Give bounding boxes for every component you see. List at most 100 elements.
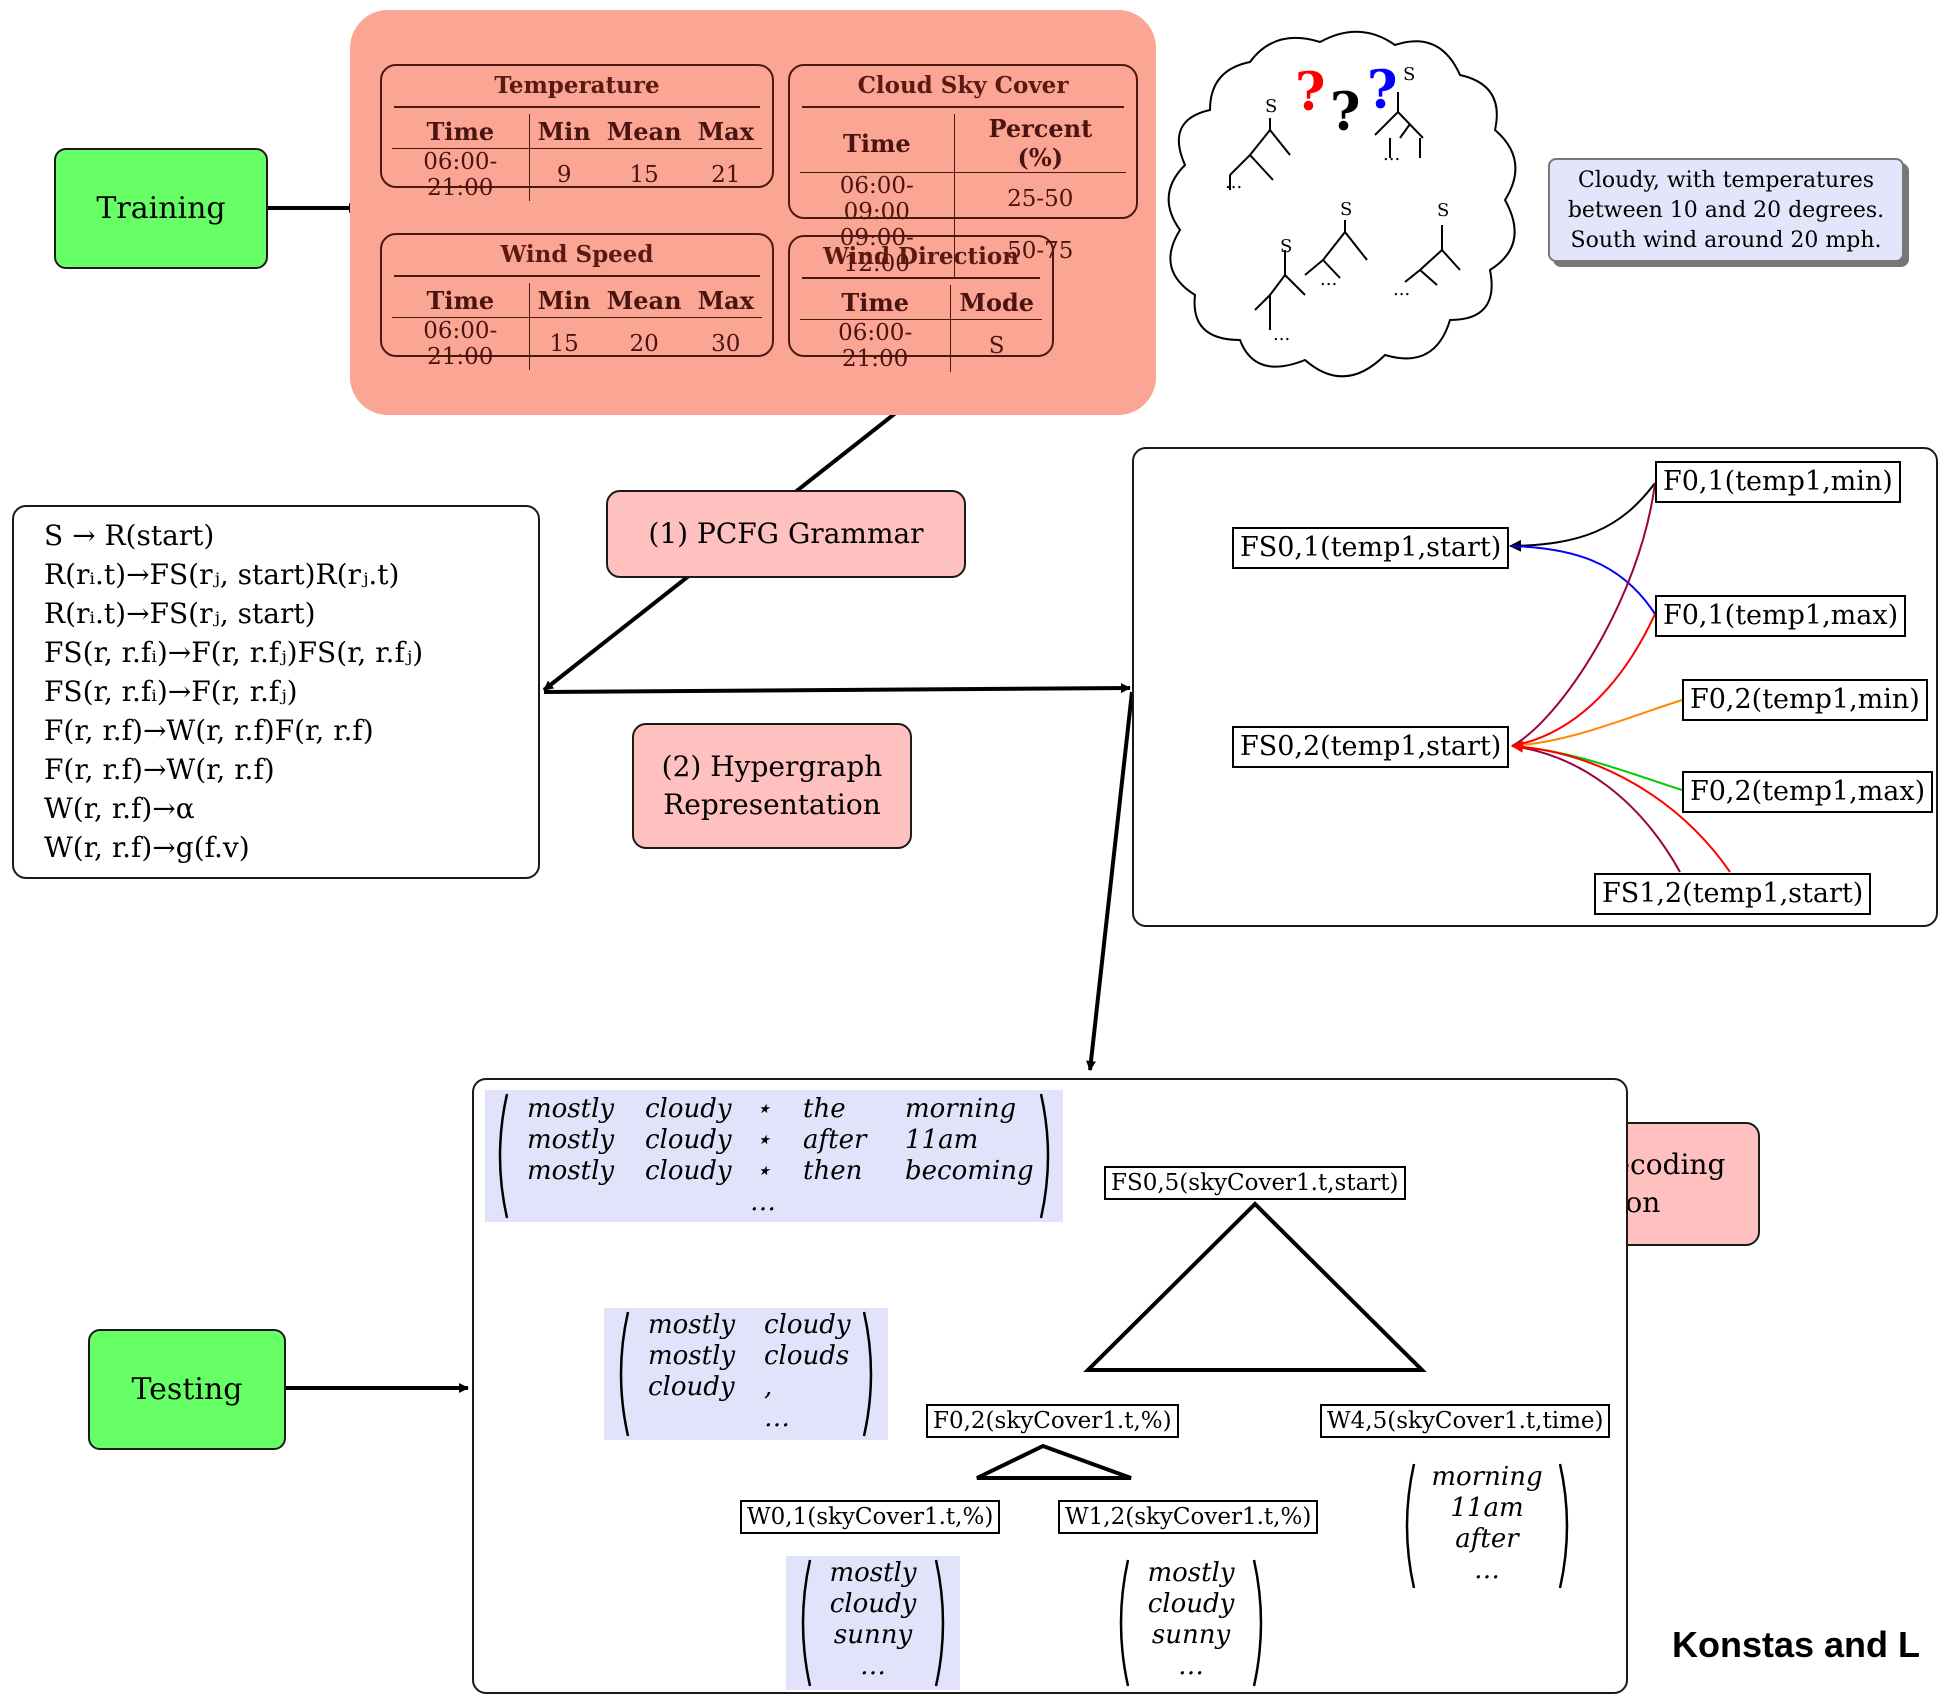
wind-direction-cell: S bbox=[988, 333, 1005, 359]
testing-label: Testing bbox=[131, 1372, 243, 1407]
temperature-title: Temperature bbox=[394, 66, 760, 108]
left-matrix-col: cloudy clouds , … bbox=[764, 1310, 854, 1434]
matrix-cell: the bbox=[803, 1094, 846, 1124]
step-2-text: (2) Hypergraph Representation bbox=[661, 750, 883, 821]
wind-speed-header-time: Time bbox=[392, 283, 530, 318]
left-paren bbox=[498, 1093, 509, 1219]
matrix-cell: , bbox=[764, 1372, 773, 1402]
parse-tree bbox=[1304, 220, 1368, 279]
cloud-cell: 06:00-09:00 bbox=[800, 172, 955, 225]
wind-direction-table: Wind Direction Time Mode 06:00-21:00 S bbox=[788, 235, 1054, 372]
tree-ellipsis: ... bbox=[1225, 172, 1242, 193]
temperature-cell: 06:00-21:00 bbox=[392, 148, 530, 201]
edge-f01min-fs01 bbox=[1509, 482, 1656, 552]
decoding-arrow bbox=[1086, 691, 1134, 1071]
right-paren bbox=[862, 1311, 873, 1437]
root-triangle bbox=[1083, 1201, 1427, 1372]
matrix-cell: cloudy bbox=[645, 1094, 732, 1124]
tree-label-s: S bbox=[1403, 64, 1415, 85]
word-option: cloudy bbox=[1147, 1589, 1235, 1619]
thought-cloud: ? ? ? S S S S S ... ... ... ... ... bbox=[1167, 30, 1517, 378]
left-paren bbox=[1405, 1463, 1416, 1589]
matrix-cell: mostly bbox=[648, 1341, 736, 1371]
hypernode-f01min: F0,1(temp1,min) bbox=[1655, 461, 1901, 503]
wind-direction-title: Wind Direction bbox=[802, 237, 1040, 279]
testing-box: Testing bbox=[88, 1329, 286, 1450]
matrix-cell: ⋆ bbox=[755, 1125, 772, 1155]
grammar-rule: R(rᵢ.t)→FS(rⱼ, start)R(rⱼ.t) bbox=[44, 558, 400, 591]
right-paren bbox=[1039, 1093, 1050, 1219]
weather-caption: Cloudy, with temperatures between 10 and… bbox=[1548, 158, 1904, 262]
wind-speed-header-mean: Mean bbox=[598, 283, 690, 318]
left-paren bbox=[801, 1559, 812, 1687]
matrix-cell: cloudy bbox=[764, 1310, 851, 1340]
wind-speed-title: Wind Speed bbox=[394, 235, 760, 277]
question-mark-red: ? bbox=[1295, 62, 1325, 123]
matrix-cell: clouds bbox=[764, 1341, 850, 1371]
hypernode-fs01: FS0,1(temp1,start) bbox=[1232, 527, 1510, 569]
word-option: mostly bbox=[1147, 1558, 1235, 1588]
parse-tree bbox=[1254, 250, 1306, 330]
grammar-rule: W(r, r.f)→g(f.v) bbox=[44, 831, 250, 864]
tree-ellipsis: ... bbox=[1393, 279, 1410, 300]
tree-w01-node: W0,1(skyCover1.t,%) bbox=[740, 1500, 1001, 1534]
grammar-rule: R(rᵢ.t)→FS(rⱼ, start) bbox=[44, 597, 316, 630]
top-matrix-col: ⋆ ⋆ ⋆ bbox=[755, 1094, 785, 1187]
matrix-cell: ⋆ bbox=[755, 1156, 772, 1186]
word-option: … bbox=[1178, 1651, 1204, 1681]
grammar-rule: FS(r, r.fᵢ)→F(r, r.fⱼ)FS(r, r.fⱼ) bbox=[44, 636, 424, 669]
temperature-cell: 9 bbox=[556, 162, 572, 188]
matrix-cell: cloudy bbox=[645, 1125, 732, 1155]
matrix-cell: after bbox=[803, 1125, 867, 1155]
edge-fs12-fs02 bbox=[1511, 745, 1681, 873]
wind-speed-cell: 20 bbox=[629, 331, 659, 357]
left-kbest-matrix: mostly mostly cloudy cloudy clouds , … bbox=[604, 1308, 888, 1440]
grammar-rule: F(r, r.f)→W(r, r.f)F(r, r.f) bbox=[44, 714, 374, 747]
word-option: … bbox=[860, 1651, 886, 1681]
w01-word-list: mostly cloudy sunny … bbox=[786, 1556, 960, 1690]
top-matrix-col: the after then bbox=[803, 1094, 893, 1187]
word-option: after bbox=[1455, 1524, 1519, 1554]
temperature-table: Temperature Time Min Mean Max 06:00-21:0… bbox=[380, 64, 774, 201]
word-option: sunny bbox=[1151, 1620, 1231, 1650]
wind-speed-table: Wind Speed Time Min Mean Max 06:00-21:00… bbox=[380, 233, 774, 370]
weather-caption-text: Cloudy, with temperatures between 10 and… bbox=[1567, 168, 1885, 253]
training-box: Training bbox=[54, 148, 268, 269]
grammar-rule: W(r, r.f)→α bbox=[44, 792, 195, 825]
hypernode-f01max: F0,1(temp1,max) bbox=[1655, 595, 1907, 637]
right-paren bbox=[1558, 1463, 1569, 1589]
tree-w45-node: W4,5(skyCover1.t,time) bbox=[1320, 1404, 1611, 1438]
wind-direction-header-time: Time bbox=[800, 285, 952, 320]
hypernode-fs02: FS0,2(temp1,start) bbox=[1232, 726, 1510, 768]
wind-speed-header-min: Min bbox=[529, 283, 599, 318]
grammar-rules-box: S → R(start) R(rᵢ.t)→FS(rⱼ, start)R(rⱼ.t… bbox=[12, 505, 540, 879]
matrix-cell: mostly bbox=[527, 1094, 615, 1124]
edge-f01max-fs01 bbox=[1511, 545, 1656, 615]
word-option: morning bbox=[1431, 1462, 1543, 1492]
word-option: 11am bbox=[1450, 1493, 1524, 1523]
author-credit: Konstas and L bbox=[1672, 1624, 1921, 1665]
matrix-cell: mostly bbox=[527, 1156, 615, 1186]
temperature-cell: 21 bbox=[711, 162, 741, 188]
top-kbest-matrix: mostly mostly mostly cloudy cloudy cloud… bbox=[485, 1090, 1063, 1222]
tree-label-s: S bbox=[1280, 236, 1292, 257]
hypernode-fs12: FS1,2(temp1,start) bbox=[1594, 873, 1872, 915]
word-option: cloudy bbox=[829, 1589, 917, 1619]
grammar-rule: F(r, r.f)→W(r, r.f) bbox=[44, 753, 275, 786]
temperature-header-min: Min bbox=[529, 114, 599, 149]
w45-word-list: morning 11am after … bbox=[1398, 1460, 1576, 1592]
hypernode-f02min: F0,2(temp1,min) bbox=[1682, 679, 1928, 721]
hypernode-f02max: F0,2(temp1,max) bbox=[1682, 771, 1934, 813]
matrix-ellipsis: … bbox=[750, 1187, 776, 1217]
temperature-cell: 15 bbox=[629, 162, 659, 188]
question-mark-black: ? bbox=[1330, 82, 1360, 143]
top-matrix-col: mostly mostly mostly bbox=[527, 1094, 617, 1187]
matrix-cell: ⋆ bbox=[755, 1094, 772, 1124]
matrix-cell: … bbox=[764, 1403, 790, 1433]
matrix-cell: mostly bbox=[648, 1310, 736, 1340]
step-2-label: (2) Hypergraph Representation bbox=[632, 723, 912, 849]
tree-label-s: S bbox=[1340, 199, 1352, 220]
